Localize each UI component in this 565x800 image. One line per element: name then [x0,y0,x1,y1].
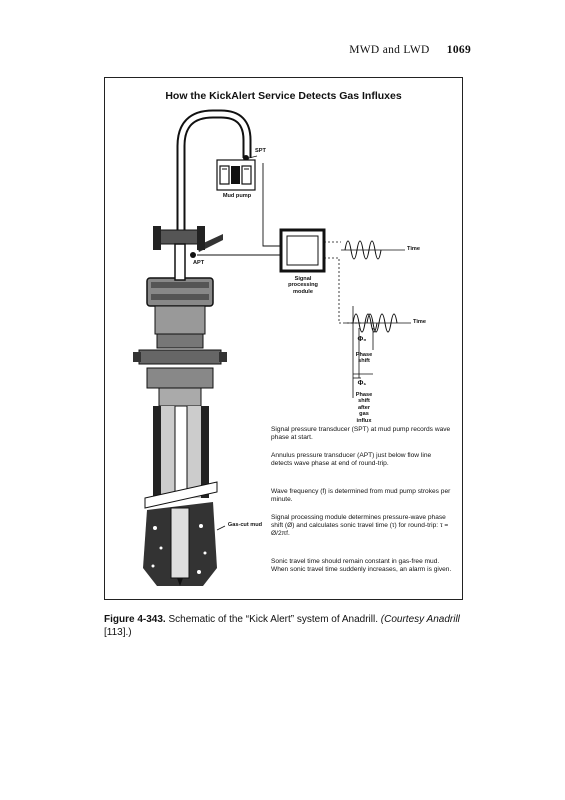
running-head: MWD and LWD 1069 [349,44,471,56]
note-spt: Signal pressure transducer (SPT) at mud … [271,426,451,442]
caption-text: Schematic of the “Kick Alert” system of … [165,614,381,625]
gas-cut-mud-section [143,502,217,586]
label-time-top: Time [407,246,420,252]
label-spt: SPT [255,148,266,154]
caption-ref: [113].) [104,627,132,638]
wave-top [344,240,382,260]
label-signal-processing-module: Signal processing module [288,276,318,295]
label-phi1: Φ₁ [357,380,367,387]
kickalert-schematic [133,109,411,586]
note-alarm: Sonic travel time should remain constant… [271,558,452,574]
figure-frame: How the KickAlert Service Detects Gas In… [104,77,463,600]
caption-credit: (Courtesy Anadrill [380,614,460,625]
caption-label: Figure 4-343. [104,614,166,625]
signal-processing-module-icon [279,228,326,273]
label-phase-shift-after-gas-influx: Phase shift after gas influx [355,392,373,424]
note-apt: Annulus pressure transducer (APT) just b… [271,452,432,468]
wellbore-casing [153,405,209,499]
label-phase-shift: Phase shift [355,352,373,365]
mud-pump-icon [216,159,256,191]
label-time-bottom: Time [413,319,426,325]
wave-bottom-phi1 [366,313,398,333]
figure-caption: Figure 4-343. Schematic of the “Kick Ale… [104,613,464,639]
apt-sensor [190,252,196,258]
figure-title: How the KickAlert Service Detects Gas In… [165,90,402,102]
page-number: 1069 [446,44,471,56]
label-phi0: Φ₀ [357,336,367,343]
section-title: MWD and LWD [349,44,430,56]
label-gas-cut-mud: Gas-cut mud [227,522,263,528]
spt-signal-line [262,163,281,247]
note-frequency: Wave frequency (f) is determined from mu… [271,488,451,504]
note-processing: Signal processing module determines pres… [271,514,449,538]
label-mud-pump: Mud pump [222,193,252,199]
label-apt: APT [193,260,205,266]
bop-stack [133,277,227,407]
